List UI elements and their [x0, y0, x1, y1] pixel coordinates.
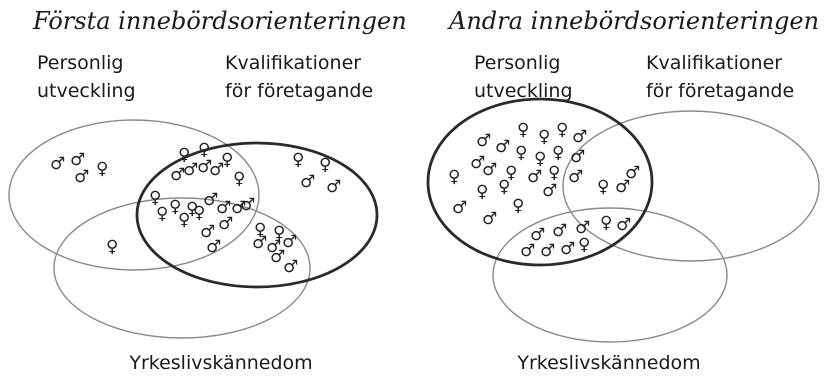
male-symbol-icon: ♂	[216, 198, 231, 218]
female-symbol-icon: ♀	[517, 120, 529, 140]
male-symbol-icon: ♂	[70, 150, 85, 170]
male-symbol-icon: ♂	[568, 167, 583, 187]
female-symbol-icon: ♀	[498, 177, 510, 197]
female-symbol-icon: ♀	[534, 149, 546, 169]
male-symbol-icon: ♂	[476, 131, 491, 151]
female-symbol-icon: ♀	[233, 169, 245, 189]
female-symbol-icon: ♀	[515, 143, 527, 163]
female-symbol-icon: ♀	[156, 204, 168, 224]
female-symbol-icon: ♀	[556, 120, 568, 140]
female-symbol-icon: ♀	[169, 197, 181, 217]
male-symbol-icon: ♂	[495, 137, 510, 157]
male-symbol-icon: ♂	[615, 177, 630, 197]
label-qualifications-line1: Kvalifikationer	[225, 52, 361, 74]
female-symbol-icon: ♀	[600, 213, 612, 233]
male-symbol-icon: ♂	[266, 237, 281, 257]
gender-symbols: ♂ ♂ ♂ ♀ ♀ ♀ ♀ ♀ ♂ ♂ ♂ ♂ ♀ ♀ ♀ ♂ ♂ ♀ ♀ ♀ …	[50, 140, 341, 277]
label-personal-development-line1: Personlig	[474, 52, 560, 74]
female-symbol-icon: ♀	[538, 127, 550, 147]
male-symbol-icon: ♂	[200, 222, 215, 242]
label-working-life-knowledge: Yrkeslivskännedom	[128, 352, 312, 374]
female-symbol-icon: ♀	[186, 199, 198, 219]
female-symbol-icon: ♀	[178, 145, 190, 165]
male-symbol-icon: ♂	[470, 153, 485, 173]
male-symbol-icon: ♂	[270, 247, 285, 267]
circle-qualifications-entrepreneurship	[562, 110, 820, 262]
panel-second-orientation: Andra innebördsorienteringen Personlig u…	[426, 7, 820, 374]
male-symbol-icon: ♂	[552, 221, 567, 241]
label-working-life-knowledge: Yrkeslivskännedom	[516, 352, 700, 374]
female-symbol-icon: ♀	[106, 237, 118, 257]
male-symbol-icon: ♂	[170, 165, 185, 185]
label-personal-development-line2: utveckling	[37, 80, 136, 102]
female-symbol-icon: ♀	[178, 210, 190, 230]
male-symbol-icon: ♂	[452, 198, 467, 218]
female-symbol-icon: ♀	[448, 167, 460, 187]
female-symbol-icon: ♀	[292, 150, 304, 170]
circle-qualifications-entrepreneurship	[135, 141, 379, 289]
circle-personal-development	[8, 119, 260, 271]
female-symbol-icon: ♀	[505, 163, 517, 183]
male-symbol-icon: ♂	[282, 232, 297, 252]
male-symbol-icon: ♂	[482, 160, 497, 180]
male-symbol-icon: ♂	[197, 157, 212, 177]
female-symbol-icon: ♀	[512, 196, 524, 216]
female-symbol-icon: ♀	[193, 203, 205, 223]
gender-symbols: ♀ ♀ ♀ ♂ ♂ ♂ ♀ ♀ ♀ ♂ ♂ ♂ ♀ ♂ ♀ ♂ ♀ ♀ ♀ ♂ …	[448, 120, 640, 261]
label-qualifications-line2: för företagande	[225, 80, 373, 102]
male-symbol-icon: ♂	[482, 209, 497, 229]
male-symbol-icon: ♂	[74, 167, 89, 187]
label-personal-development-line2: utveckling	[474, 80, 573, 102]
male-symbol-icon: ♂	[326, 177, 341, 197]
female-symbol-icon: ♀	[96, 159, 108, 179]
male-symbol-icon: ♂	[206, 237, 221, 257]
female-symbol-icon: ♀	[254, 220, 266, 240]
circle-working-life-knowledge	[492, 207, 728, 343]
male-symbol-icon: ♂	[527, 167, 542, 187]
female-symbol-icon: ♀	[319, 155, 331, 175]
circle-working-life-knowledge	[53, 197, 311, 339]
male-symbol-icon: ♂	[520, 241, 535, 261]
circle-personal-development	[426, 97, 654, 267]
male-symbol-icon: ♂	[50, 154, 65, 174]
label-personal-development-line1: Personlig	[37, 52, 123, 74]
male-symbol-icon: ♂	[530, 225, 545, 245]
female-symbol-icon: ♀	[552, 143, 564, 163]
label-qualifications-line2: för företagande	[646, 80, 794, 102]
female-symbol-icon: ♀	[476, 182, 488, 202]
panel-title: Första innebördsorienteringen	[32, 7, 407, 35]
male-symbol-icon: ♂	[209, 160, 224, 180]
male-symbol-icon: ♂	[283, 257, 298, 277]
male-symbol-icon: ♂	[542, 181, 557, 201]
panel-title: Andra innebördsorienteringen	[447, 7, 819, 35]
male-symbol-icon: ♂	[540, 241, 555, 261]
female-symbol-icon: ♀	[578, 235, 590, 255]
male-symbol-icon: ♂	[572, 127, 587, 147]
female-symbol-icon: ♀	[221, 150, 233, 170]
male-symbol-icon: ♂	[300, 172, 315, 192]
male-symbol-icon: ♂	[252, 233, 267, 253]
male-symbol-icon: ♂	[218, 214, 233, 234]
male-symbol-icon: ♂	[183, 160, 198, 180]
female-symbol-icon: ♀	[548, 163, 560, 183]
male-symbol-icon: ♂	[240, 195, 255, 215]
male-symbol-icon: ♂	[625, 163, 640, 183]
male-symbol-icon: ♂	[203, 190, 218, 210]
male-symbol-icon: ♂	[616, 215, 631, 235]
female-symbol-icon: ♀	[273, 223, 285, 243]
label-qualifications-line1: Kvalifikationer	[646, 52, 782, 74]
male-symbol-icon: ♂	[570, 147, 585, 167]
male-symbol-icon: ♂	[575, 218, 590, 238]
panel-first-orientation: Första innebördsorienteringen Personlig …	[8, 7, 407, 374]
male-symbol-icon: ♂	[560, 239, 575, 259]
male-symbol-icon: ♂	[231, 198, 246, 218]
female-symbol-icon: ♀	[597, 177, 609, 197]
female-symbol-icon: ♀	[198, 140, 210, 160]
female-symbol-icon: ♀	[149, 188, 161, 208]
